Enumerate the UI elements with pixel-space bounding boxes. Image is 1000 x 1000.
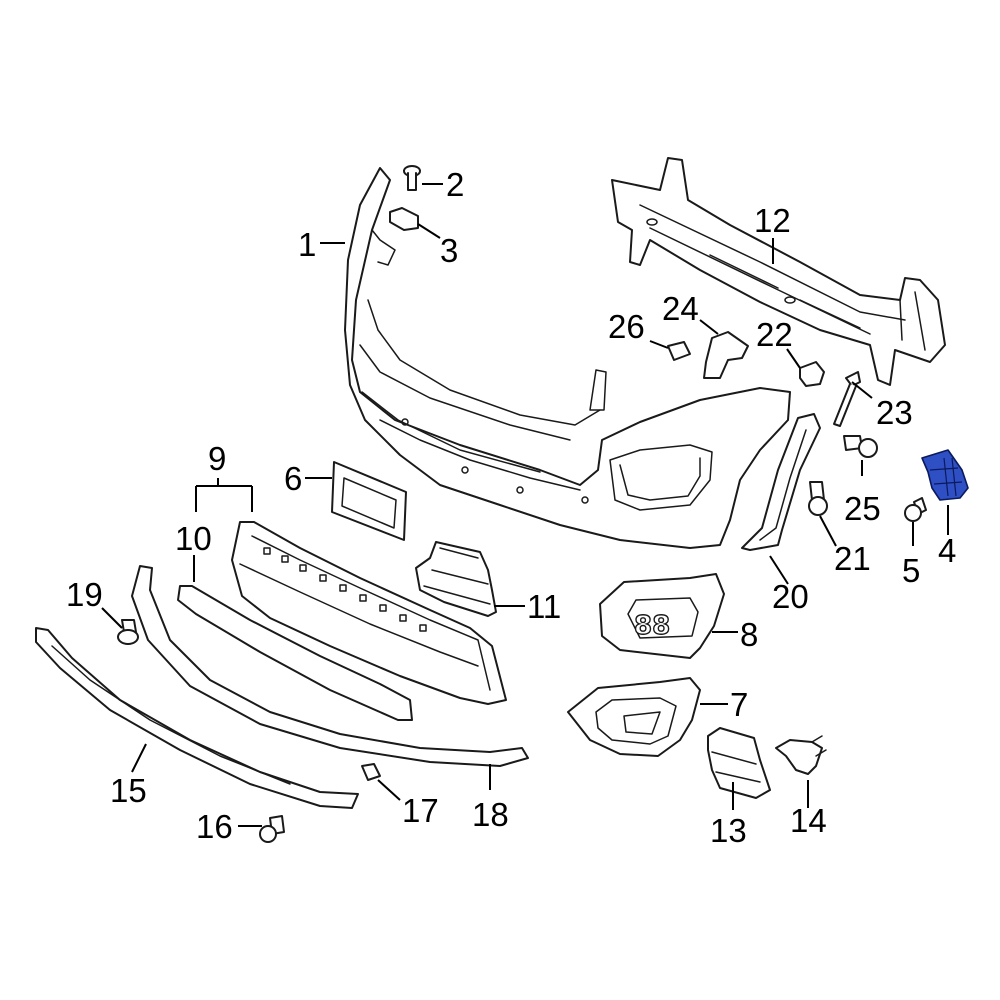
pin-23 [833,371,861,427]
clip-17 [361,763,381,781]
callout-19: 19 [66,576,103,613]
lower-trim-15 [35,627,359,809]
callout-9: 9 [208,440,226,477]
sensor-bracket-11 [415,541,497,617]
screw-2 [403,165,421,191]
callout-2: 2 [446,166,464,203]
callout-1: 1 [298,226,316,263]
callout-6: 6 [284,460,302,497]
callout-8: 8 [740,616,758,653]
callout-4: 4 [938,532,956,569]
bolt-19 [117,619,139,645]
bolt-25 [843,435,878,458]
svg-text:88: 88 [634,611,670,641]
bracket-4 [921,449,969,501]
leader-lines [101,183,949,827]
callout-16: 16 [196,808,233,845]
sensor-13 [707,727,771,799]
callout-17: 17 [402,792,439,829]
sensor-14 [775,735,827,775]
callout-25: 25 [844,490,881,527]
callout-labels: 1 2 3 4 5 6 7 8 9 10 11 12 13 14 15 16 1… [66,166,956,849]
callout-13: 13 [710,812,747,849]
callout-5: 5 [902,552,920,589]
molding-18 [131,565,529,767]
fog-bezel-8: 88 [599,573,725,659]
bolt-16 [259,815,285,843]
callout-26: 26 [608,308,645,345]
side-bracket-20 [741,413,821,551]
callout-15: 15 [110,772,147,809]
callout-11: 11 [527,588,561,625]
grille-molding-10 [177,585,413,721]
callout-23: 23 [876,394,913,431]
bracket-24 [703,331,749,379]
grille-9 [231,521,507,705]
callout-14: 14 [790,802,827,839]
bumper-cover [344,167,791,549]
callout-18: 18 [472,796,509,833]
screw-5 [904,497,927,522]
callout-10: 10 [175,520,212,557]
impact-bar [611,157,946,386]
bolt-21 [808,481,828,516]
callout-3: 3 [440,232,458,269]
clip-3 [389,207,419,231]
callout-7: 7 [730,686,748,723]
callout-24: 24 [662,290,699,327]
clip-22 [799,361,825,387]
callout-20: 20 [772,578,809,615]
callout-21: 21 [834,540,871,577]
callout-12: 12 [754,202,791,239]
nut-26 [667,341,691,361]
license-bracket-6 [331,461,407,541]
fog-bezel-7 [567,677,701,757]
callout-22: 22 [756,316,793,353]
